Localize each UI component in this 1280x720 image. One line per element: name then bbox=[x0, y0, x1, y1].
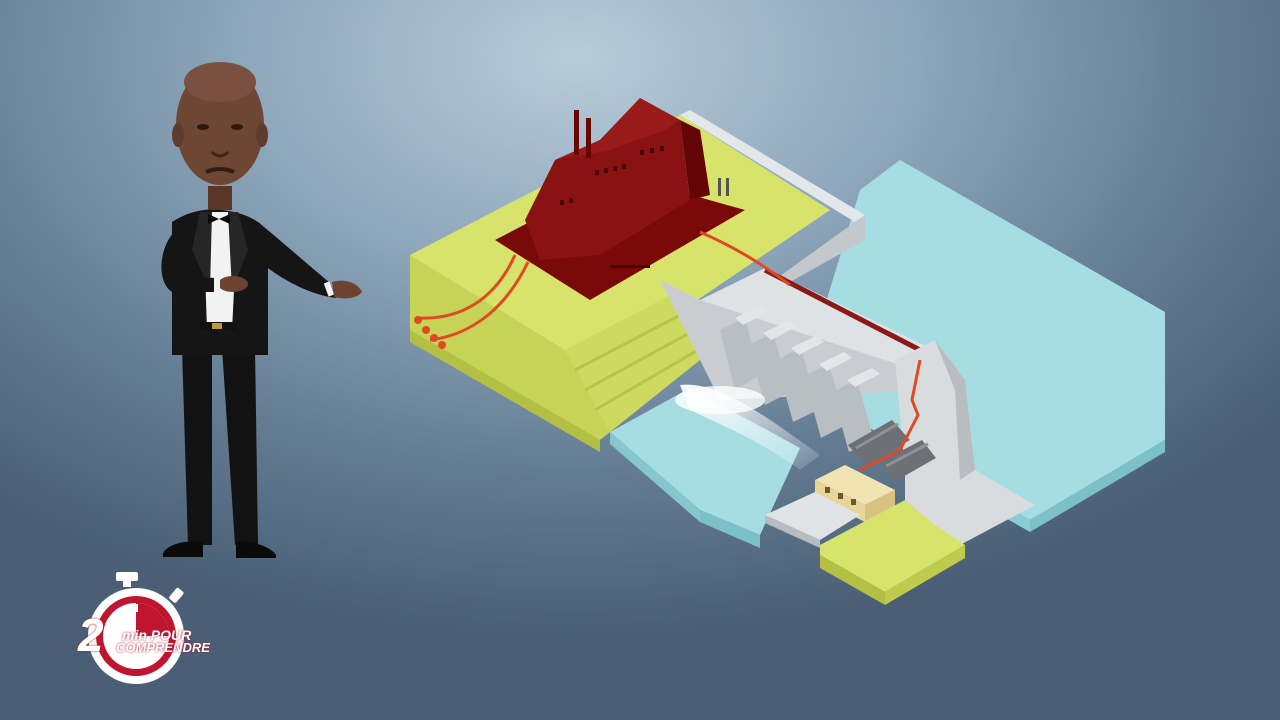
hydroelectric-dam-illustration bbox=[410, 98, 1165, 605]
spillway bbox=[660, 267, 930, 470]
cable-ends bbox=[414, 316, 446, 349]
retaining-wall bbox=[680, 110, 865, 282]
presenter bbox=[161, 62, 362, 558]
lower-bank bbox=[820, 500, 965, 605]
power-plant bbox=[495, 98, 745, 300]
power-cables bbox=[417, 230, 791, 342]
logo-number: 2 bbox=[78, 609, 104, 661]
stopwatch-icon bbox=[88, 572, 184, 684]
logo-line-1: min POUR bbox=[122, 627, 192, 643]
logo-line-2: COMPRENDRE bbox=[116, 640, 210, 655]
powerhouse bbox=[765, 465, 895, 548]
logo-2-min-pour-comprendre: 2 min POUR COMPRENDRE bbox=[78, 570, 210, 692]
